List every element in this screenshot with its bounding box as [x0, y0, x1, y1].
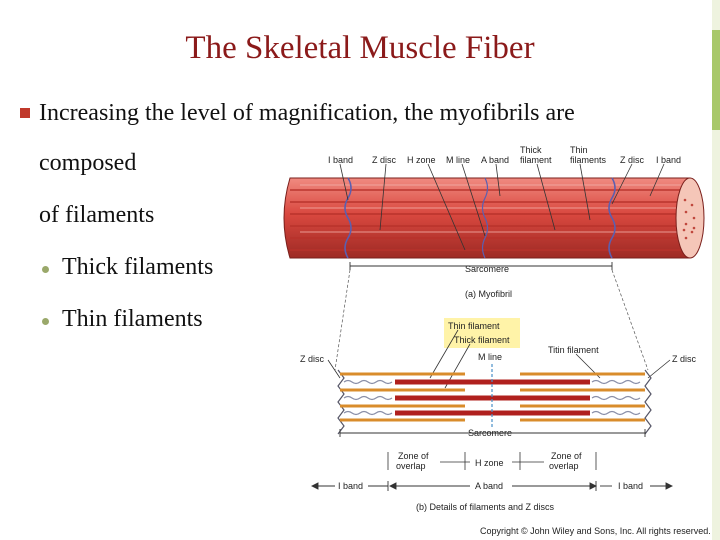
overlap-brackets	[387, 452, 597, 470]
caption-a: (a) Myofibril	[465, 289, 512, 299]
label-thick-filament: Thick filament	[454, 335, 510, 345]
sub-bullet-dot-icon	[42, 318, 49, 325]
label-i-band-lower-right: I band	[618, 481, 643, 491]
label-i-band-lower-left: I band	[338, 481, 363, 491]
copyright-notice: Copyright © John Wiley and Sons, Inc. Al…	[480, 526, 711, 536]
filament-callout: Thin filament Thick filament	[444, 318, 520, 348]
label-zone-overlap-right-1: Zone of	[551, 451, 582, 461]
label-zone-overlap-left-1: Zone of	[398, 451, 429, 461]
label-z-disc-lower-left: Z disc	[300, 354, 325, 364]
band-arrows	[310, 481, 674, 491]
bullet-text-line1: Increasing the level of magnification, t…	[39, 100, 575, 126]
label-m-line-lower: M line	[478, 352, 502, 362]
accent-green	[712, 30, 720, 130]
label-thin-filaments-1: Thin	[570, 145, 588, 155]
label-i-band-left: I band	[328, 155, 353, 165]
label-z-disc-right: Z disc	[620, 155, 645, 165]
right-accent-bar	[712, 0, 720, 540]
label-thick-filament-1: Thick	[520, 145, 542, 155]
label-titin-filament: Titin filament	[548, 345, 599, 355]
bullet-text-line3: of filaments	[39, 202, 155, 228]
bullet-square-icon	[20, 108, 30, 118]
label-sarcomere-top: Sarcomere	[465, 264, 509, 274]
label-thin-filaments-2: filaments	[570, 155, 607, 165]
label-a-band-lower: A band	[475, 481, 503, 491]
sarcomere-bracket-top	[349, 262, 613, 270]
label-sarcomere-bottom: Sarcomere	[468, 428, 512, 438]
label-thin-filament: Thin filament	[448, 321, 500, 331]
label-zone-overlap-left-2: overlap	[396, 461, 426, 471]
label-z-disc-left: Z disc	[372, 155, 397, 165]
bullet-text-line2: composed	[39, 150, 137, 176]
sub-bullet-thin: Thin filaments	[62, 306, 203, 332]
label-z-disc-lower-right: Z disc	[672, 354, 697, 364]
label-thick-filament-2: filament	[520, 155, 552, 165]
filament-detail	[337, 364, 652, 435]
label-h-zone: H zone	[407, 155, 436, 165]
myofibril-cylinder	[283, 163, 705, 259]
sub-bullet-thick: Thick filaments	[62, 254, 214, 280]
sub-bullet-dot-icon	[42, 266, 49, 273]
sarcomere-bracket-bottom	[339, 429, 646, 437]
label-i-band-right: I band	[656, 155, 681, 165]
label-a-band: A band	[481, 155, 509, 165]
label-h-zone-lower: H zone	[475, 458, 504, 468]
slide-title: The Skeletal Muscle Fiber	[185, 30, 535, 66]
caption-b: (b) Details of filaments and Z discs	[416, 502, 555, 512]
label-zone-overlap-right-2: overlap	[549, 461, 579, 471]
label-m-line: M line	[446, 155, 470, 165]
zoom-guides	[334, 269, 649, 371]
top-labels: I band Z disc H zone M line A band Thick…	[328, 145, 681, 165]
